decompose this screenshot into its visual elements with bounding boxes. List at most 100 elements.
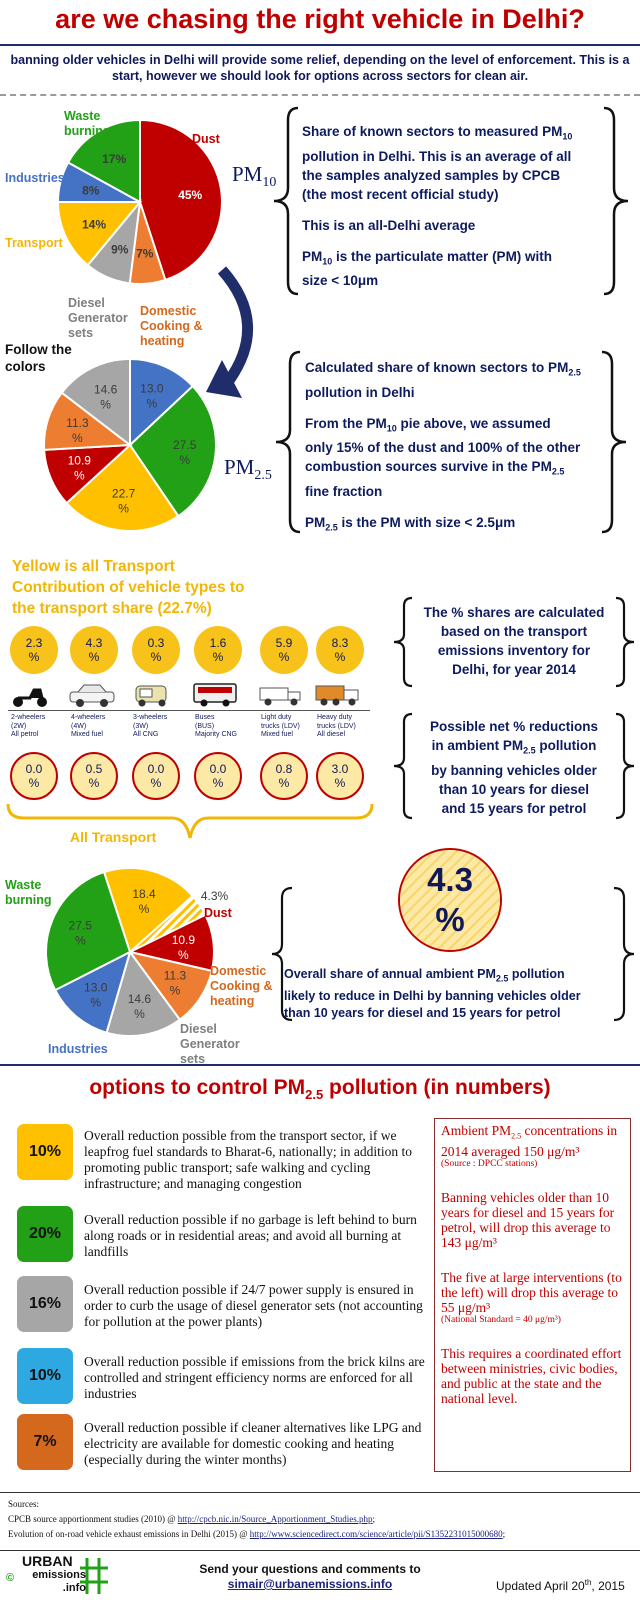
brace-icon [275, 350, 627, 534]
intro-text: banning older vehicles in Delhi will pro… [10, 53, 630, 83]
source-link-cpcb[interactable]: http://cpcb.nic.in/Source_Apportionment_… [177, 1514, 373, 1524]
pie2-slice-0 [129, 357, 195, 448]
page-title: are we chasing the right vehicle in Delh… [55, 4, 585, 34]
pie1-slice-0 [139, 118, 223, 282]
sources-block: Sources: CPCB source apportionment studi… [8, 1499, 506, 1539]
pie3-slice-label-3: 11.3% [164, 969, 187, 998]
option-percent-box: 10% [17, 1124, 73, 1180]
pm25-label: PM2.5 [224, 455, 272, 484]
updated-date: Updated April 20th, 2015 [496, 1578, 625, 1593]
brace-icon [393, 596, 635, 688]
pie1-slice-label-2: 9% [111, 243, 129, 257]
vehicle-share-circle: 8.3% [316, 626, 364, 674]
pie1-label-dust: Dust [192, 132, 220, 146]
light-truck-icon [258, 682, 306, 712]
urbanemissions-logo: URBAN emissions .info [22, 1553, 86, 1595]
vehicle-type-label: 4-wheelers(4W)Mixed fuel [71, 714, 106, 738]
vehicle-share-circle: 1.6% [194, 626, 242, 674]
logo-grid-icon [80, 1558, 108, 1594]
section-divider [0, 1064, 640, 1066]
pie3-slice-6 [45, 870, 132, 992]
vehicle-share-circle: 4.3% [70, 626, 118, 674]
contact-email-link[interactable]: simair@urbanemissions.info [227, 1577, 393, 1591]
vehicle-divider [8, 710, 370, 711]
pie1-label-transport: Transport [5, 236, 63, 250]
option-percent-box: 20% [17, 1206, 73, 1262]
scooter-icon [8, 682, 56, 712]
pie2-slice-label-1: 27.5% [173, 438, 197, 467]
pie2-slice-label-5: 14.6% [94, 383, 118, 412]
vehicle-share-circle: 5.9% [260, 626, 308, 674]
vehicle-reduction-circle: 0.0% [132, 752, 180, 800]
concentration-sidebar: Ambient PM2.5 concentrations in 2014 ave… [434, 1118, 631, 1472]
brace-icon [273, 106, 629, 296]
pie1-slice-label-3: 14% [82, 218, 106, 232]
vehicle-type-label: 3-wheelers(3W)All CNG [133, 714, 168, 738]
option-description: Overall reduction possible if emissions … [84, 1354, 425, 1401]
copyright-symbol: © [6, 1572, 15, 1584]
pie1-slice-label-4: 8% [82, 183, 100, 197]
all-transport-label: All Transport [70, 829, 157, 845]
option-percent-box: 16% [17, 1276, 73, 1332]
source-link-sciencedirect[interactable]: http://www.sciencedirect.com/science/art… [249, 1529, 503, 1539]
option-description: Overall reduction possible from the tran… [84, 1128, 413, 1191]
pie1-label-industries: Industries [5, 171, 65, 185]
pie2-slice-5 [60, 357, 131, 448]
pie2-slice-label-4: 11.3% [66, 416, 89, 445]
vehicle-type-label: Buses(BUS)Majority CNG [195, 714, 238, 738]
pie1-slice-3 [56, 201, 143, 267]
pie3-label-dust: Dust [204, 906, 232, 920]
option-description: Overall reduction possible if 24/7 power… [84, 1282, 423, 1329]
auto-rickshaw-icon [130, 682, 178, 712]
option-percent-box: 10% [17, 1348, 73, 1404]
pm10-label: PM10 [232, 162, 277, 191]
vehicle-reduction-circle: 3.0% [316, 752, 364, 800]
pie3-label-industries: Industries [48, 1042, 108, 1056]
pie1-slice-5 [66, 118, 141, 204]
pm25-pie-chart: 13.0% 27.5% 22.7% 10.9% 11.3%14.6% [43, 357, 217, 532]
brace-icon [393, 712, 635, 820]
combined-pie-chart: 18.4%4.3%10.9%11.3%14.6%13.0%27.5% [45, 867, 229, 1037]
pie2-slice-label-2: 22.7% [112, 487, 136, 516]
option-percent-box: 7% [17, 1414, 73, 1470]
pie3-slice-label-2: 10.9% [172, 933, 196, 962]
pie1-slice-label-1: 7% [136, 247, 154, 261]
pie1-slice-label-0: 45% [178, 188, 202, 202]
contact-block: Send your questions and comments to sima… [199, 1562, 421, 1591]
sources-divider [0, 1492, 640, 1493]
pm25-explanation: Calculated share of known sectors to PM2… [272, 348, 636, 536]
options-title: options to control PM2.5 pollution (in n… [89, 1076, 551, 1103]
pie3-slice-label-1: 4.3% [201, 889, 229, 903]
pie2-slice-1 [128, 384, 217, 518]
vehicle-type-label: 2-wheelers(2W)All petrol [11, 714, 46, 738]
pm10-pie-chart: 45%7%9%14%8%17% [56, 118, 223, 285]
pie2-slice-label-3: 10.9% [68, 453, 92, 482]
overall-share-note: Overall share of annual ambient PM2.5 po… [270, 884, 636, 1024]
vehicle-reduction-circle: 0.0% [10, 752, 58, 800]
vehicle-reduction-circle: 0.5% [70, 752, 118, 800]
reduction-highlight-circle: 4.3% [398, 848, 502, 952]
pie3-slice-label-0: 18.4% [132, 887, 156, 916]
pie3-slice-label-6: 27.5% [69, 918, 93, 947]
hatch-fill [400, 850, 500, 950]
pie3-slice-5 [53, 950, 132, 1034]
car-icon [68, 682, 116, 712]
pie3-slice-label-5: 13.0% [84, 980, 108, 1009]
transport-brace-icon [6, 803, 374, 839]
brace-icon [271, 886, 635, 1022]
curved-arrow-icon [206, 266, 253, 398]
option-description: Overall reduction possible if no garbage… [84, 1212, 417, 1259]
heavy-truck-icon [314, 682, 362, 712]
bus-icon [192, 682, 240, 712]
pie2-slice-label-0: 13.0% [140, 381, 164, 410]
